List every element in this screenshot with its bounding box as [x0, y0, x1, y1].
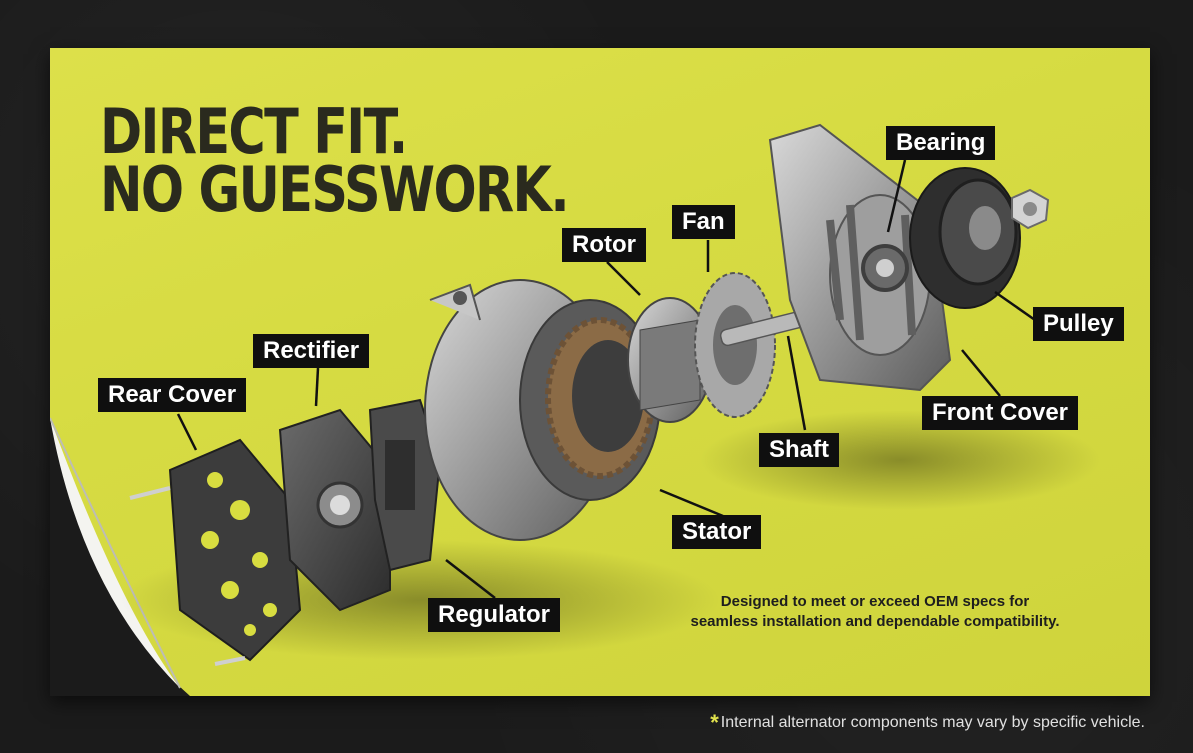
label-fan: Fan [672, 205, 735, 239]
headline-line-1: DIRECT FIT. [100, 95, 408, 168]
label-rotor: Rotor [562, 228, 646, 262]
tagline-line-2: seamless installation and dependable com… [690, 613, 1060, 630]
rotor-part [627, 297, 713, 423]
label-shaft: Shaft [759, 433, 839, 467]
rear-cover-part [129, 438, 302, 666]
fan-part [694, 272, 776, 418]
footnote-text: Internal alternator components may vary … [720, 714, 1145, 731]
label-rear-cover: Rear Cover [98, 378, 247, 412]
label-stator: Stator [672, 515, 762, 549]
pulley-part [909, 167, 1050, 309]
label-pulley: Pulley [1033, 307, 1124, 341]
headline-line-2: NO GUESSWORK. [100, 153, 570, 226]
front-cover-part [768, 123, 952, 392]
headline: DIRECT FIT. NO GUESSWORK. [100, 95, 570, 226]
label-regulator: Regulator [428, 598, 561, 632]
footnote: *Internal alternator components may vary… [710, 710, 1145, 736]
tagline: Designed to meet or exceed OEM specs for… [665, 592, 1085, 632]
stator-part [424, 279, 661, 541]
regulator-part [368, 398, 442, 572]
asterisk-icon: * [710, 710, 719, 735]
label-front-cover: Front Cover [922, 396, 1079, 430]
leader-lines [176, 159, 1036, 599]
tagline-line-1: Designed to meet or exceed OEM specs for [720, 593, 1030, 610]
label-bearing: Bearing [886, 126, 996, 160]
label-rectifier: Rectifier [253, 334, 370, 368]
rectifier-part [278, 408, 391, 612]
page-curl [50, 417, 190, 696]
